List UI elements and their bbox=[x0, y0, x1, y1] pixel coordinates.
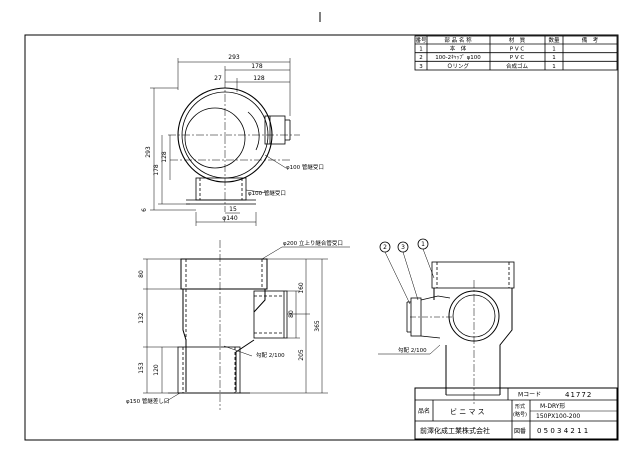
top-view-side-socket bbox=[264, 115, 286, 145]
parts-row-1-name: 本 体 bbox=[450, 45, 467, 53]
iso-balloon-3-label: 3 bbox=[401, 244, 405, 251]
top-dim-27: 27 bbox=[214, 75, 222, 82]
parts-row-1-no: 1 bbox=[419, 47, 423, 53]
top-dim-178: 178 bbox=[251, 63, 263, 70]
top-note-phi100-side: φ100 管継受口 bbox=[286, 163, 324, 171]
top-dim-h128: 128 bbox=[161, 151, 168, 163]
front-dim-365: 365 bbox=[314, 320, 321, 332]
front-dim-120: 120 bbox=[153, 364, 160, 376]
top-note-phi100-bottom: φ100 管継受口 bbox=[248, 189, 286, 197]
top-dim-h293: 293 bbox=[145, 146, 152, 158]
front-view-top-socket bbox=[180, 258, 268, 290]
parts-row-3-no: 3 bbox=[419, 64, 423, 70]
top-dim-128: 128 bbox=[253, 75, 265, 82]
mcode-value: 41772 bbox=[565, 391, 592, 399]
parts-row-2-no: 2 bbox=[419, 55, 423, 61]
top-dim-h178: 178 bbox=[153, 164, 160, 176]
iso-view: 2 3 1 勾配 2/100 bbox=[378, 238, 515, 405]
front-dim-80-top: 80 bbox=[138, 270, 145, 278]
top-dim-h6: 6 bbox=[141, 208, 148, 212]
top-view: 293 178 128 27 293 178 128 6 15 φ140 bbox=[141, 54, 324, 226]
front-view: 80 132 153 120 80 160 205 365 φ200 立上り継合… bbox=[126, 239, 350, 410]
front-note-phi200: φ200 立上り継合管受口 bbox=[283, 239, 343, 247]
parts-table: 番号 部 品 名 称 材 質 数量 備 考 1 本 体 P V C 1 2 10… bbox=[414, 35, 618, 71]
product-name-value: ビ ニ マ ス bbox=[450, 407, 485, 416]
drawing-no-label: 図番 bbox=[514, 428, 526, 435]
parts-row-1-material: P V C bbox=[510, 47, 525, 53]
top-view-bore bbox=[184, 107, 246, 169]
parts-row-1-qty: 1 bbox=[552, 47, 556, 53]
parts-row-3-material: 合成ゴム bbox=[506, 62, 529, 70]
drawing-frame bbox=[24, 34, 619, 441]
mcode-label: Mコード bbox=[518, 392, 541, 399]
parts-row-2-name: 100-2ｷｬｯﾌﾟ φ100 bbox=[435, 54, 481, 61]
front-view-side-branch bbox=[253, 290, 288, 339]
parts-row-3-qty: 1 bbox=[552, 64, 556, 70]
top-dim-293: 293 bbox=[228, 54, 240, 61]
front-view-body bbox=[182, 289, 266, 392]
parts-header-no: 番号 bbox=[415, 37, 427, 44]
type-label-2: (略号) bbox=[513, 411, 527, 418]
iso-balloon-1-label: 1 bbox=[421, 241, 425, 248]
front-dim-160: 160 bbox=[298, 282, 305, 294]
type-value-1: M-DRY形 bbox=[540, 402, 565, 410]
parts-header-name: 部 品 名 称 bbox=[444, 36, 472, 44]
top-dim-phi140: φ140 bbox=[222, 215, 238, 222]
iso-balloon-2-label: 2 bbox=[383, 244, 387, 251]
top-dim-15: 15 bbox=[229, 206, 237, 213]
parts-row-3-name: Ｏリング bbox=[447, 62, 470, 70]
title-block: Mコード 41772 品名 ビ ニ マ ス 形式 (略号) M-DRY形 150… bbox=[414, 387, 618, 440]
parts-header-material: 材 質 bbox=[509, 36, 526, 44]
product-name-label: 品名 bbox=[418, 407, 430, 415]
front-dim-205: 205 bbox=[298, 349, 305, 361]
type-label-1: 形式 bbox=[515, 403, 525, 410]
type-value-2: 150PX100-200 bbox=[536, 413, 580, 420]
parts-row-2-material: P V C bbox=[510, 55, 525, 61]
drawing-no-value: 0 5 0 3 4 2 1 1 bbox=[537, 427, 588, 435]
front-note-slope: 勾配 2/100 bbox=[256, 351, 285, 359]
parts-header-qty: 数量 bbox=[548, 36, 560, 44]
front-dim-153: 153 bbox=[138, 362, 145, 374]
front-view-bottom-spigot bbox=[177, 346, 241, 394]
front-dim-132: 132 bbox=[138, 312, 145, 324]
front-dim-80-side: 80 bbox=[288, 310, 295, 318]
front-note-phi150: φ150 管継差し口 bbox=[126, 397, 169, 405]
company-name: 前澤化成工業株式会社 bbox=[420, 426, 490, 435]
parts-row-2-qty: 1 bbox=[552, 55, 556, 61]
iso-note-slope: 勾配 2/100 bbox=[398, 346, 427, 354]
parts-header-remarks: 備 考 bbox=[582, 36, 599, 44]
